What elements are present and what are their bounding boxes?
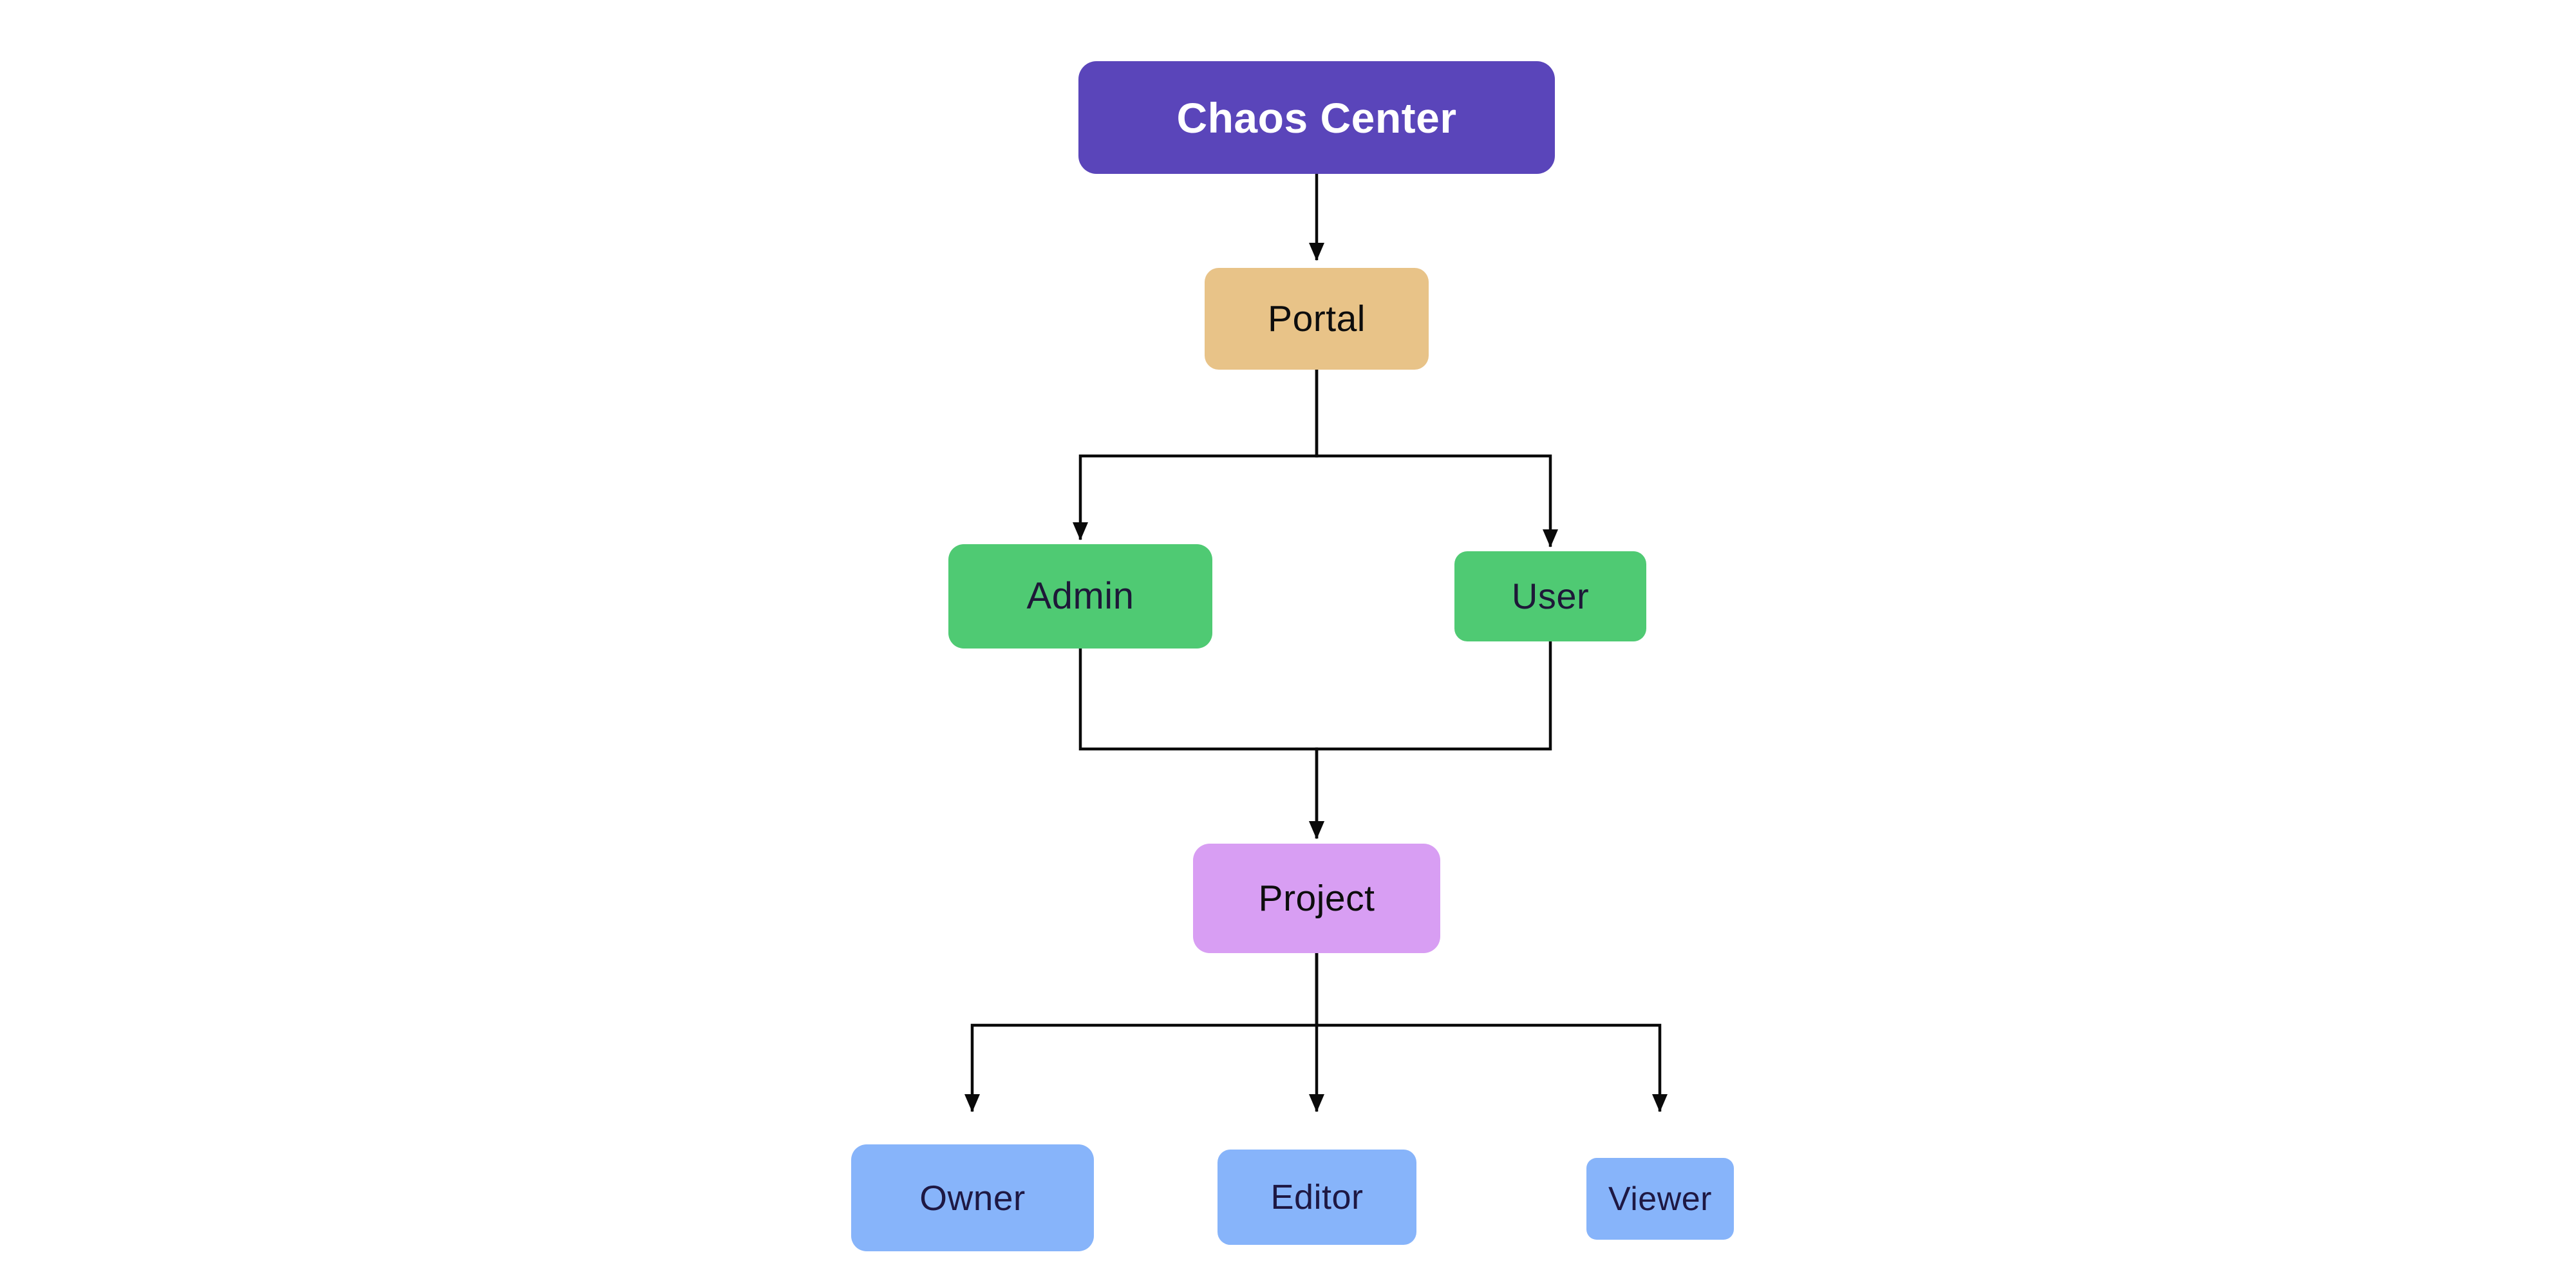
node-admin: Admin	[948, 544, 1212, 649]
node-label-owner: Owner	[919, 1177, 1026, 1218]
node-chaos-center: Chaos Center	[1078, 61, 1555, 174]
edge-portal-to-user	[1315, 370, 1558, 547]
edge-admin-to-project	[1078, 649, 1324, 839]
node-label-user: User	[1511, 576, 1590, 616]
node-portal: Portal	[1205, 268, 1429, 370]
node-project: Project	[1193, 844, 1440, 953]
edge-portal-to-admin	[1073, 370, 1319, 540]
node-label-project: Project	[1258, 877, 1375, 919]
node-viewer: Viewer	[1586, 1158, 1734, 1240]
node-label-portal: Portal	[1268, 298, 1366, 339]
edge-user-to-project	[1309, 641, 1552, 839]
edge-project-to-owner	[964, 953, 1319, 1112]
edge-project-to-viewer	[1315, 953, 1668, 1112]
node-owner: Owner	[851, 1144, 1094, 1251]
node-label-viewer: Viewer	[1608, 1180, 1712, 1218]
node-label-editor: Editor	[1270, 1178, 1364, 1217]
node-label-chaos-center: Chaos Center	[1176, 93, 1457, 142]
node-user: User	[1454, 551, 1646, 641]
node-editor: Editor	[1217, 1150, 1416, 1245]
node-label-admin: Admin	[1026, 575, 1134, 617]
